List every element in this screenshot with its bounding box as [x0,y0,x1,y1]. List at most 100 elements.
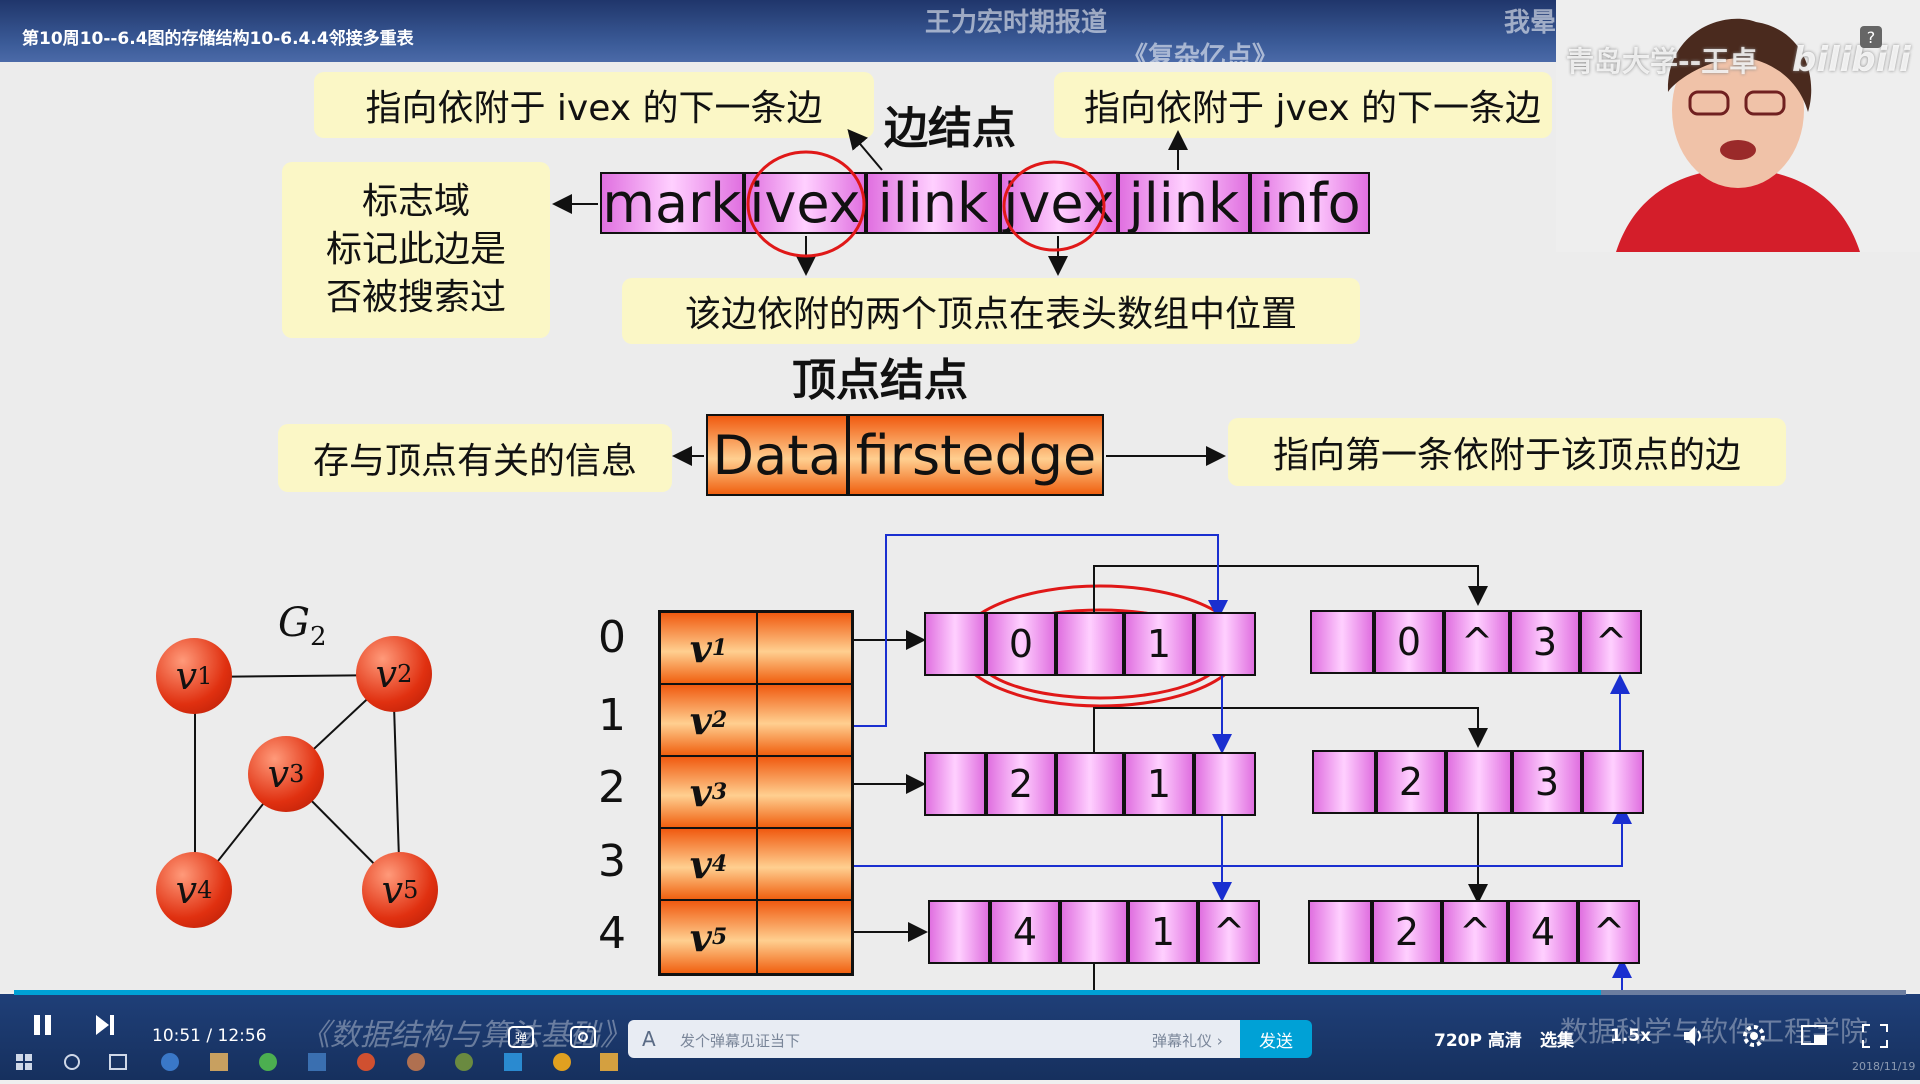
settings-button[interactable] [1740,1022,1768,1050]
danmaku-toggle[interactable]: 弹 [506,1022,538,1054]
edge-node: 0 1 [924,612,1256,676]
edge-cell [1582,750,1644,814]
volume-button[interactable] [1680,1022,1708,1050]
vertex-node-struct: Data firstedge [706,414,1104,496]
edge-cell: 2 [1372,900,1442,964]
mark-note: 标志域 标记此边是 否被搜索过 [282,162,550,338]
edge-cell: ^ [1198,900,1260,964]
date-stamp: 2018/11/19 [1852,1060,1916,1073]
danmaku-settings-icon [570,1026,596,1048]
edge-cell: 0 [1374,610,1444,674]
picture-in-picture-button[interactable] [1800,1022,1830,1050]
danmaku-comment: 王力宏时期报道 [925,8,1108,38]
next-button[interactable] [92,1012,118,1038]
mark-note-line: 否被搜索过 [325,277,506,318]
array-firstedge [758,613,851,685]
danmaku-input[interactable]: A 发个弹幕见证当下 弹幕礼仪 › [628,1020,1240,1058]
edge-cell: 4 [1508,900,1578,964]
speed-selector[interactable]: 1.5x [1610,1026,1652,1046]
array-index: 4 [598,908,626,959]
svg-text:弹: 弹 [515,1031,527,1045]
volume-icon [1684,1026,1701,1046]
edge-cell: ^ [1580,610,1642,674]
edge-cell [1056,752,1124,816]
danmaku-settings[interactable] [568,1022,600,1054]
edge-node-struct: mark ivex ilink jvex jlink info [600,172,1370,235]
mark-note-line: 标志域 [361,181,470,222]
field-data: Data [706,414,848,496]
edge-cell: 1 [1124,752,1194,816]
gear-icon [1743,1025,1765,1047]
danmaku-etiquette-link[interactable]: 弹幕礼仪 › [1152,1032,1223,1050]
edge-cell: 1 [1124,612,1194,676]
edge-cell: 1 [1128,900,1198,964]
position-note: 该边依附的两个顶点在表头数组中位置 [622,278,1360,344]
array-index: 3 [598,836,626,887]
webcam-overlay: 青岛大学--王卓 bilibili ? [1556,0,1920,252]
edge-cell: ^ [1578,900,1640,964]
array-firstedge [758,901,851,973]
edge-cell [1308,900,1372,964]
edge-cell: 3 [1512,750,1582,814]
edge-cell: 2 [1376,750,1446,814]
taskbar-icons [16,1053,618,1071]
edge-cell [1446,750,1512,814]
edge-cell [1194,752,1256,816]
edge-node: 2 1 [924,752,1256,816]
field-mark: mark [600,172,744,235]
edge-cell [928,900,990,964]
edge-cell: 0 [986,612,1056,676]
edge-node: 4 1 ^ [928,900,1260,964]
edge-cell [1056,612,1124,676]
next-icon [96,1015,114,1035]
episodes-button[interactable]: 选集 [1540,1031,1574,1051]
help-button[interactable]: ? [1860,26,1882,48]
edge-cell [924,612,986,676]
field-ivex: ivex [744,172,866,235]
edge-cell: 3 [1510,610,1580,674]
fullscreen-icon [1862,1024,1888,1048]
edge-cell [1312,750,1376,814]
send-button[interactable]: 发送 [1240,1020,1312,1058]
edge-cell [1060,900,1128,964]
presenter-image [1556,0,1920,252]
progress-fill [14,990,1602,995]
danmaku-placeholder: 发个弹幕见证当下 [680,1032,801,1050]
data-note: 存与顶点有关的信息 [278,424,672,492]
field-ilink: ilink [866,172,1000,235]
array-index: 0 [598,612,626,663]
ilink-note: 指向依附于 ivex 的下一条边 [314,72,874,138]
text-style-icon[interactable]: A [642,1027,656,1051]
pip-icon [1801,1025,1827,1045]
edge-cell [1310,610,1374,674]
field-firstedge: firstedge [848,414,1104,496]
fullscreen-button[interactable] [1860,1022,1890,1050]
edge-node: 0 ^ 3 ^ [1310,610,1642,674]
edge-cell: ^ [1442,900,1508,964]
os-taskbar [0,1042,628,1080]
video-title: 第10周10--6.4图的存储结构10-6.4.4邻接多重表 [22,29,414,49]
edge-node: 2 3 [1312,750,1644,814]
quality-selector[interactable]: 720P 高清 [1434,1031,1522,1051]
field-jlink: jlink [1118,172,1250,235]
array-firstedge [758,685,851,757]
graph-label: G2 [278,600,327,652]
edge-cell [1194,612,1256,676]
edge-cell: ^ [1444,610,1510,674]
pause-button[interactable] [30,1012,56,1038]
array-firstedge [758,757,851,829]
